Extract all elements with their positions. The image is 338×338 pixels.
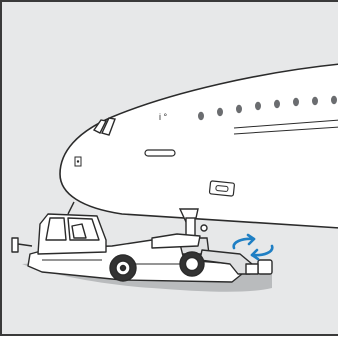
lower-hatch bbox=[209, 181, 234, 196]
nose-hatch bbox=[145, 150, 175, 156]
svg-text:i °: i ° bbox=[159, 112, 168, 122]
small-sensor bbox=[75, 157, 81, 166]
aircraft-fuselage bbox=[60, 64, 338, 228]
